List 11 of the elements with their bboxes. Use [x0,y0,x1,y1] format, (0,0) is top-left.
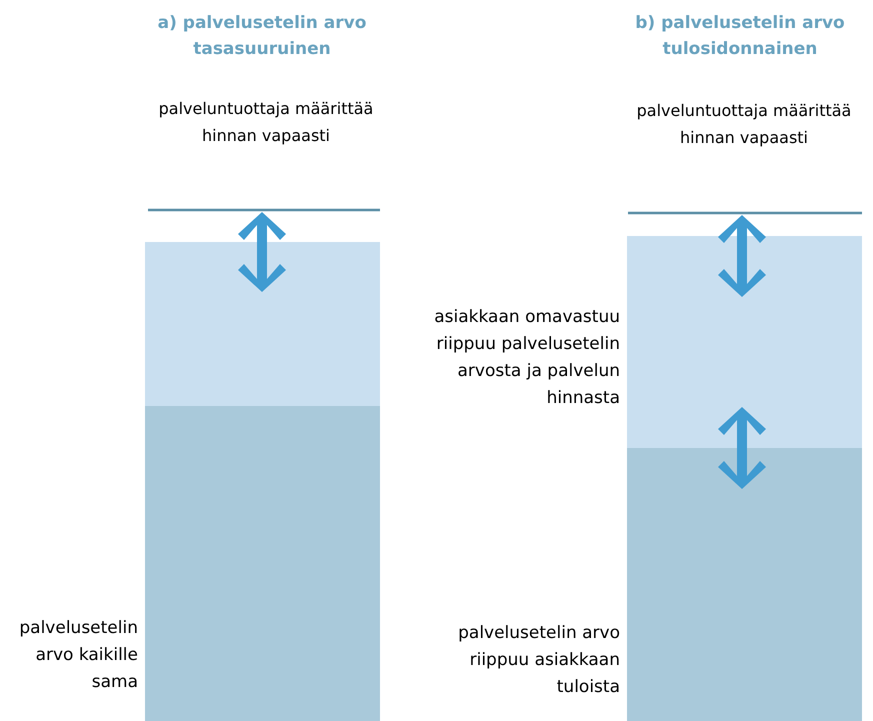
bar-segment [627,236,862,448]
price-note: palveluntuottaja määrittää hinnan vapaasti [636,100,852,149]
bar-segment [145,406,380,721]
segment-caption: palvelusetelin arvo riippuu asiakkaan tuloista [457,622,620,699]
column-title: b) palvelusetelin arvo tulosidonnainen [634,12,846,61]
column-title: a) palvelusetelin arvo tasasuuruinen [156,12,368,61]
bar-segment [145,242,380,406]
price-note: palveluntuottaja määrittää hinnan vapaasti [158,98,374,147]
bar-segment [627,448,862,721]
segment-caption: asiakkaan omavastuu riippuu palvelusetelin arvosta ja palvelun hinnasta [433,306,620,410]
segment-caption: palvelusetelin arvo kaikille sama [18,617,138,694]
